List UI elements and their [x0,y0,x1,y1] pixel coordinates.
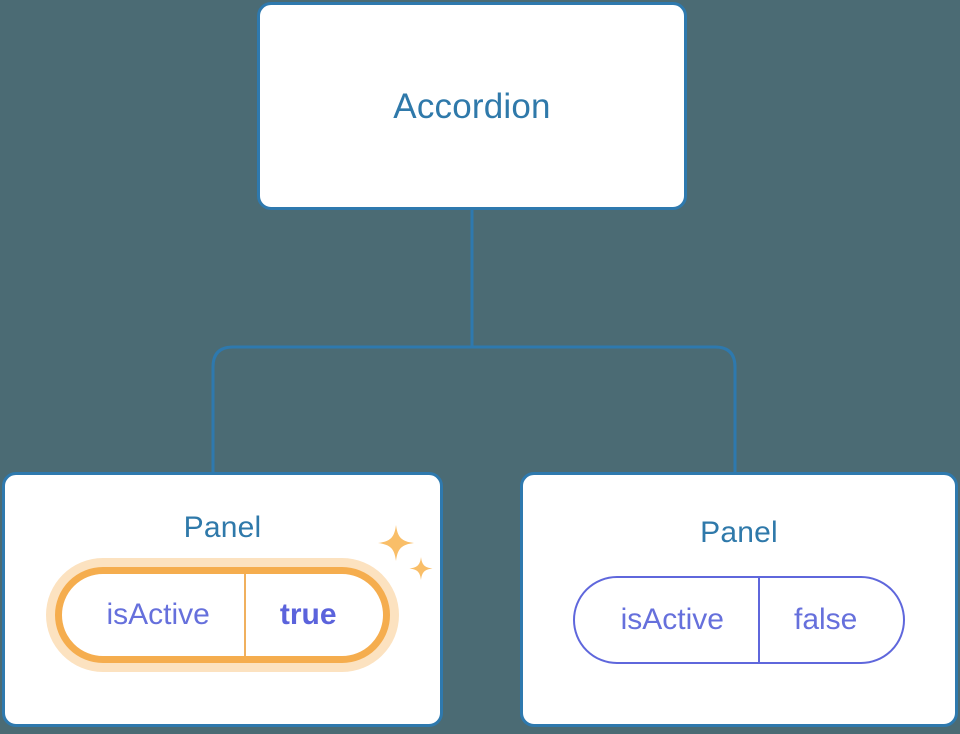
sparkle-small-icon [409,557,433,580]
prop-key: isActive [620,603,724,636]
prop-pill-inactive-wrapper: isActive false [572,576,906,664]
node-panel-left[interactable]: Panel isActive true [2,472,443,727]
sparkle-icon [377,525,414,561]
node-panel-right-title: Panel [700,516,778,549]
node-accordion-title: Accordion [393,86,551,126]
connector-to-panel-right [470,345,737,474]
prop-pill-isactive-true[interactable]: isActive true [55,567,390,663]
prop-key: isActive [106,598,210,631]
prop-value: true [243,574,383,656]
node-panel-right[interactable]: Panel isActive false [520,472,958,727]
prop-pill-isactive-false[interactable]: isActive false [572,576,906,664]
prop-pill-active-wrapper: isActive true [55,525,433,663]
prop-value: false [757,578,903,662]
node-accordion[interactable]: Accordion [257,2,687,210]
node-panel-left-title: Panel [183,511,262,544]
connector-to-panel-left [211,345,474,474]
